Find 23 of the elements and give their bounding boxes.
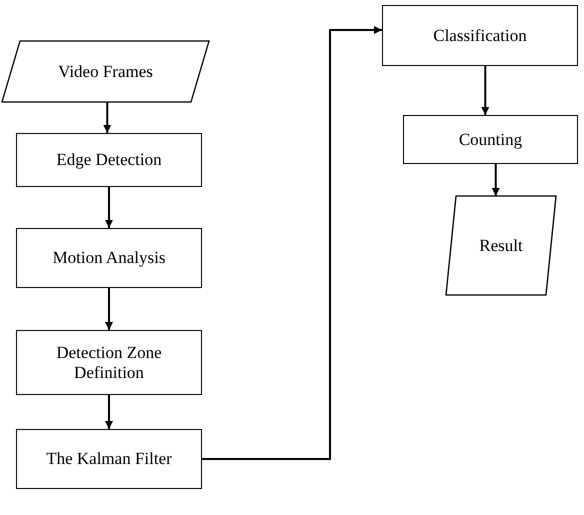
arrow	[492, 164, 500, 196]
process-box	[16, 330, 202, 395]
arrow	[105, 395, 113, 429]
node-label: The Kalman Filter	[45, 449, 173, 469]
node-label: Detection Zone Definition	[55, 342, 163, 382]
arrow	[202, 26, 382, 460]
node-label: Classification	[432, 26, 528, 46]
arrow	[105, 288, 113, 330]
process-box	[16, 228, 202, 288]
process-box	[403, 115, 578, 164]
node-label: Video Frames	[57, 62, 154, 82]
node-label: Counting	[458, 130, 524, 150]
arrow	[481, 66, 490, 115]
arrow	[103, 102, 112, 133]
arrow	[105, 187, 113, 228]
node-label: Edge Detection	[55, 150, 163, 170]
process-box	[16, 133, 202, 187]
data-parallelogram	[446, 196, 556, 295]
process-box	[382, 5, 578, 66]
node-label: Motion Analysis	[52, 248, 166, 268]
data-parallelogram	[2, 41, 209, 102]
node-label: Result	[478, 236, 524, 256]
process-box	[16, 429, 202, 489]
